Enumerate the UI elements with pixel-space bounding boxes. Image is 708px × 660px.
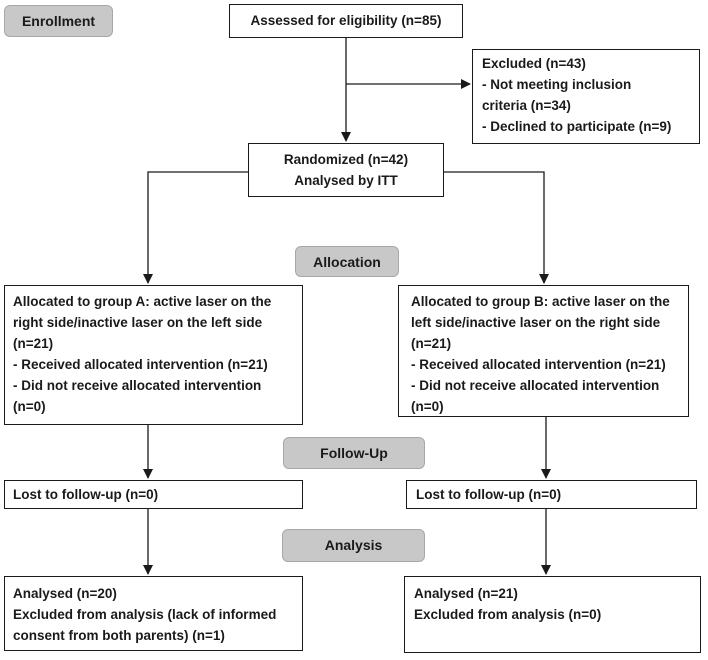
group-b-followup-box: Lost to follow-up (n=0) [406,480,697,509]
assessed-line: Assessed for eligibility (n=85) [250,13,442,28]
group-b-allocation-line: left side/inactive laser on the right si… [411,315,661,330]
randomized-line: Analysed by ITT [294,173,398,188]
excluded-line: criteria (n=34) [482,98,571,113]
excluded-line: - Not meeting inclusion [482,77,632,92]
assessed-box: Assessed for eligibility (n=85) [229,4,463,38]
group-b-allocation-box: Allocated to group B: active laser on th… [398,285,689,417]
group-b-analysis-line: Excluded from analysis (n=0) [414,607,602,622]
group-b-followup-line: Lost to follow-up (n=0) [416,487,562,502]
group-b-allocation-line: Allocated to group B: active laser on th… [411,294,670,309]
group-b-analysis-box: Analysed (n=21) Excluded from analysis (… [404,576,701,653]
group-a-allocation-line: (n=0) [13,399,46,414]
arrow-randomized-to-group-a [143,171,248,284]
group-a-allocation-line: Allocated to group A: active laser on th… [13,294,272,309]
group-a-allocation-line: - Did not receive allocated intervention [13,378,262,393]
stage-enrollment: Enrollment [4,5,113,37]
group-b-allocation-line: (n=21) [411,336,452,351]
randomized-box: Randomized (n=42) Analysed by ITT [248,143,444,197]
group-a-analysis-line: Analysed (n=20) [13,586,117,601]
stage-allocation: Allocation [295,246,399,277]
group-b-allocation-line: - Received allocated intervention (n=21) [411,357,666,372]
arrow-randomized-to-group-b [444,171,549,284]
group-a-analysis-line: Excluded from analysis (lack of informed [13,607,277,622]
group-b-allocation-line: - Did not receive allocated intervention [411,378,660,393]
group-a-allocation-line: (n=21) [13,336,54,351]
group-b-analysis-line: Analysed (n=21) [414,586,518,601]
excluded-line: Excluded (n=43) [482,56,586,71]
group-a-allocation-box: Allocated to group A: active laser on th… [4,285,303,425]
group-a-allocation-line: - Received allocated intervention (n=21) [13,357,268,372]
group-a-analysis-line: consent from both parents) (n=1) [13,628,225,643]
group-a-allocation-line: right side/inactive laser on the left si… [13,315,263,330]
stage-analysis: Analysis [282,529,425,562]
excluded-box: Excluded (n=43) - Not meeting inclusion … [472,49,700,144]
randomized-line: Randomized (n=42) [283,152,409,167]
group-a-analysis-box: Analysed (n=20) Excluded from analysis (… [4,576,303,651]
group-b-allocation-line: (n=0) [411,399,444,414]
excluded-line: - Declined to participate (n=9) [482,119,672,134]
group-a-followup-box: Lost to follow-up (n=0) [4,480,303,509]
group-a-followup-line: Lost to follow-up (n=0) [13,487,159,502]
stage-follow-up: Follow-Up [283,437,425,469]
